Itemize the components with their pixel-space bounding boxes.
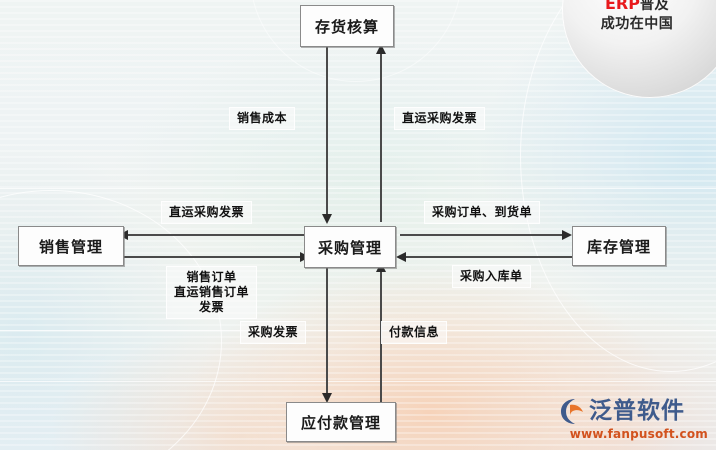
badge-line2: 成功在中国	[600, 16, 674, 32]
edge-line-inventory-to-purchase	[326, 46, 328, 218]
arrowhead-down-payable	[322, 393, 332, 403]
edge-label-payment-info: 付款信息	[381, 321, 448, 344]
swoosh-icon	[558, 398, 586, 425]
edge-label-direct-purchase-invoice-left: 直运采购发票	[161, 201, 253, 224]
background-band	[0, 188, 716, 189]
node-inventory-accounting[interactable]: 存货核算	[300, 5, 394, 47]
fanpusoft-logo[interactable]: 泛普软件 www.fanpusoft.com	[558, 396, 708, 442]
edge-line-purchase-to-payable	[326, 268, 328, 396]
edge-line-stock-to-purchase	[406, 256, 572, 258]
edge-label-sales-orders: 销售订单 直运销售订单 发票	[166, 266, 258, 319]
edge-label-sales-cost: 销售成本	[229, 107, 296, 130]
background-band	[0, 381, 716, 382]
badge-text: ERP普及 成功在中国	[562, 0, 712, 34]
node-sales-management[interactable]: 销售管理	[18, 226, 124, 266]
arrowhead-right-stock	[562, 230, 572, 240]
edge-label-purchase-invoice: 采购发票	[240, 321, 307, 344]
arrowhead-up-inventory	[376, 44, 386, 54]
edge-line-sales-to-purchase	[122, 256, 306, 258]
arrowhead-down-purchase	[322, 214, 332, 224]
node-purchase-management[interactable]: 采购管理	[304, 226, 396, 268]
edge-line-purchase-to-sales	[128, 234, 306, 236]
node-stock-management[interactable]: 库存管理	[572, 226, 666, 266]
edge-line-purchase-to-inventory	[380, 52, 382, 222]
erp-corner-badge: ERP普及 成功在中国	[562, 0, 716, 98]
badge-line1-rest: 普及	[639, 0, 669, 13]
edge-label-purchase-receipt: 采购入库单	[452, 265, 531, 288]
logo-name: 泛普软件	[589, 397, 685, 424]
node-payable-management[interactable]: 应付款管理	[286, 402, 396, 442]
edge-label-po-arrival: 采购订单、到货单	[424, 201, 541, 224]
badge-erp-word: ERP	[605, 0, 640, 13]
edge-line-purchase-to-stock	[400, 234, 568, 236]
edge-label-direct-purchase-invoice-up: 直运采购发票	[394, 107, 486, 130]
logo-url: www.fanpusoft.com	[569, 427, 708, 441]
background-band	[0, 330, 716, 331]
arrowhead-left-purchase	[396, 252, 406, 262]
